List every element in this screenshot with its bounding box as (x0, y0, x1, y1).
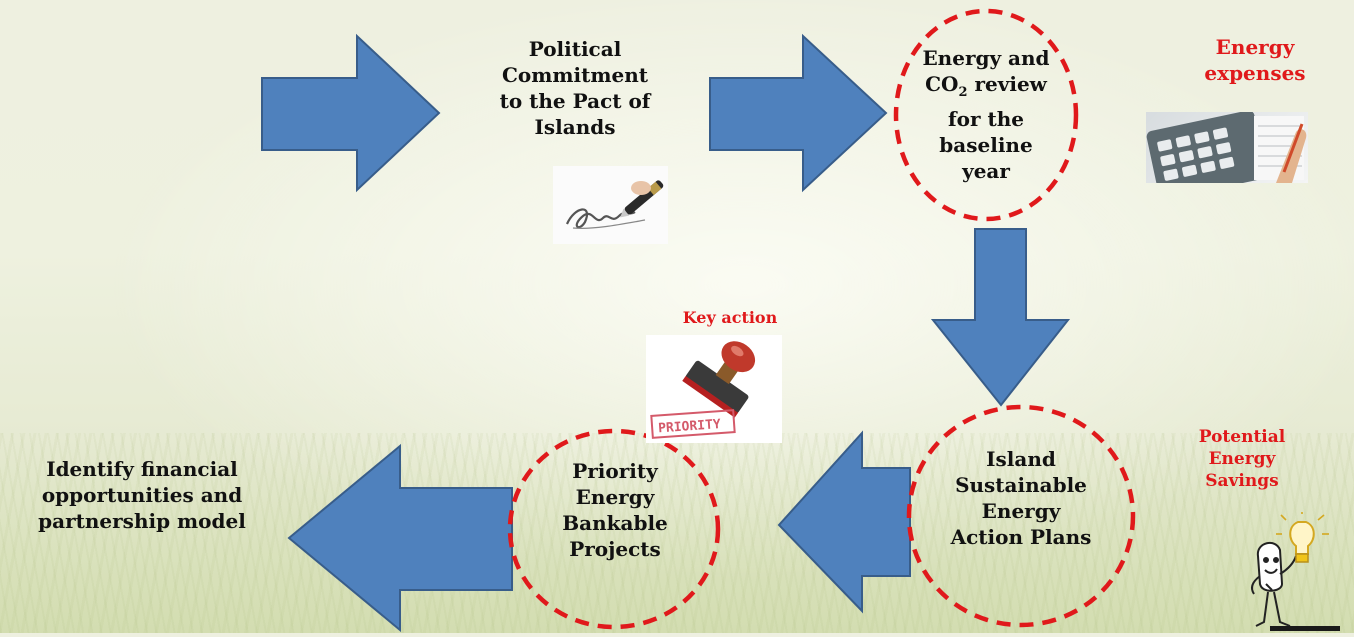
signature-pen-icon (553, 166, 668, 244)
arrow-left-2 (287, 443, 513, 633)
arrow-left-1 (777, 430, 911, 614)
energy-review-circle (893, 7, 1079, 227)
energy-review-text: Energy and CO2 review for the baseline y… (922, 46, 1050, 183)
political-commitment-text: Political Commitment to the Pact of Isla… (499, 37, 651, 139)
potential-savings-label: Potential Energy Savings (1198, 427, 1286, 491)
background-grass (0, 433, 1354, 633)
priority-stamp-icon: PRIORITY (646, 335, 782, 443)
island-plans-text: Island Sustainable Energy Action Plans (950, 447, 1092, 549)
priority-projects-text: Priority Energy Bankable Projects (562, 459, 668, 561)
arrow-right-2 (709, 33, 888, 193)
energy-expenses-label: Energy expenses (1204, 35, 1306, 85)
idea-cartoon-icon (1236, 512, 1342, 633)
island-plans-circle (905, 403, 1137, 633)
arrow-right-1 (261, 33, 441, 193)
key-action-label: Key action (682, 308, 778, 327)
svg-text:PRIORITY: PRIORITY (658, 417, 722, 436)
arrow-down (930, 228, 1071, 407)
financial-opportunities-text: Identify financial opportunities and par… (38, 457, 246, 533)
priority-projects-circle (507, 428, 722, 637)
calculator-icon (1146, 112, 1308, 183)
